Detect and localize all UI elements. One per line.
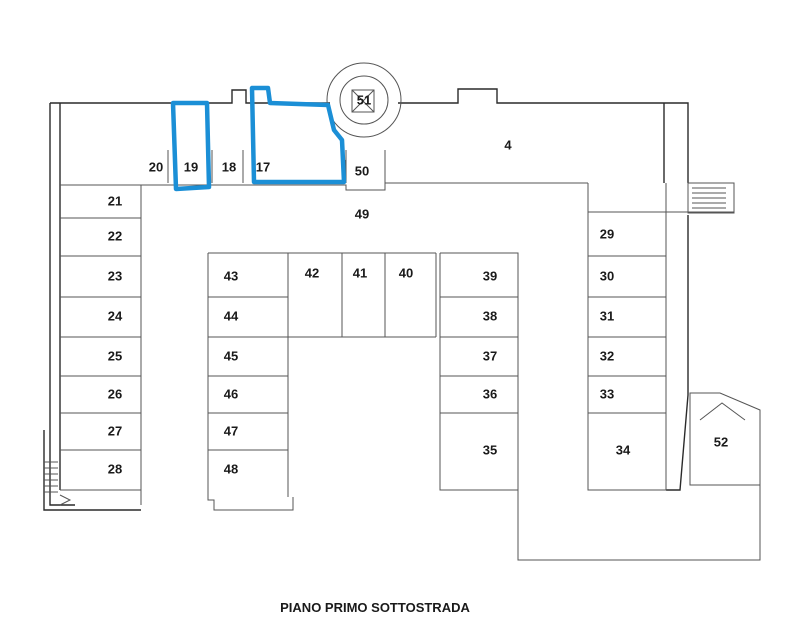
space-label-18: 18 (222, 159, 236, 174)
space-51-circle (326, 62, 402, 183)
space-label-23: 23 (108, 268, 122, 283)
space-label-37: 37 (483, 348, 497, 363)
space-label-32: 32 (600, 348, 614, 363)
space-label-42: 42 (305, 265, 319, 280)
space-label-27: 27 (108, 423, 122, 438)
space-label-21: 21 (108, 193, 122, 208)
space-label-52: 52 (714, 434, 728, 449)
space-label-20: 20 (149, 159, 163, 174)
space-label-25: 25 (108, 348, 122, 363)
space-label-39: 39 (483, 268, 497, 283)
space-label-33: 33 (600, 386, 614, 401)
space-label-40: 40 (399, 265, 413, 280)
stairs-bottom-left (44, 461, 72, 506)
space-label-46: 46 (224, 386, 238, 401)
space-label-41: 41 (353, 265, 367, 280)
space-label-4: 4 (504, 137, 512, 152)
highlight-space-19 (170, 100, 212, 192)
space-label-45: 45 (224, 348, 238, 363)
parking-rows (60, 150, 761, 561)
space-label-17: 17 (256, 159, 270, 174)
space-label-38: 38 (483, 308, 497, 323)
space-label-36: 36 (483, 386, 497, 401)
highlight-space-17 (249, 85, 347, 185)
space-label-47: 47 (224, 423, 238, 438)
space-label-51: 51 (357, 92, 371, 107)
highlighted-spaces (170, 85, 347, 192)
space-label-26: 26 (108, 386, 122, 401)
space-label-28: 28 (108, 461, 122, 476)
space-labels: 4 17 18 19 20 21 22 23 24 25 26 27 28 29… (108, 92, 728, 476)
space-label-34: 34 (616, 442, 631, 457)
space-label-29: 29 (600, 226, 614, 241)
space-label-19: 19 (184, 159, 198, 174)
space-label-22: 22 (108, 228, 122, 243)
space-label-31: 31 (600, 308, 614, 323)
space-label-50: 50 (355, 163, 369, 178)
ramp-stairs (666, 182, 735, 214)
space-label-24: 24 (108, 308, 123, 323)
space-label-49: 49 (355, 206, 369, 221)
space-label-48: 48 (224, 461, 238, 476)
space-label-35: 35 (483, 442, 497, 457)
space-label-43: 43 (224, 268, 238, 283)
space-label-44: 44 (224, 308, 239, 323)
space-label-30: 30 (600, 268, 614, 283)
plan-caption: PIANO PRIMO SOTTOSTRADA (280, 600, 470, 615)
